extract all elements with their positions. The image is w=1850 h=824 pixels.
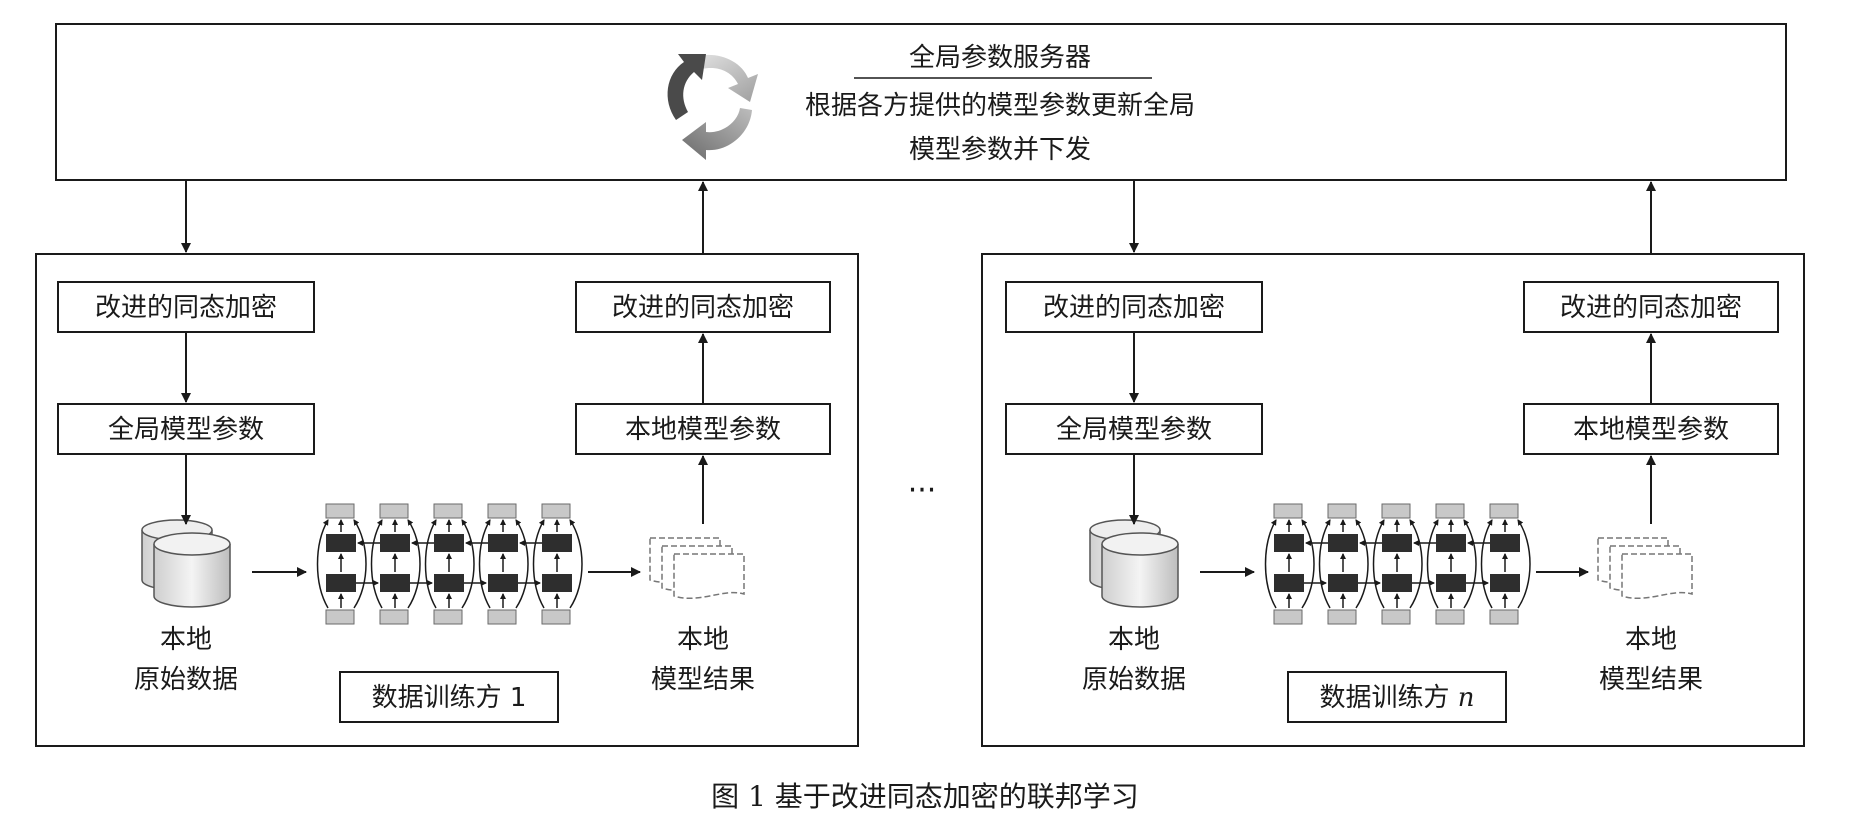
figure-number: 图 1 bbox=[711, 780, 766, 813]
party-1-global-params-box bbox=[57, 403, 315, 455]
party-1-raw-data-line2: 原始数据 bbox=[134, 665, 238, 695]
party-1-trainer-name: 数据训练方 bbox=[372, 683, 502, 713]
party-n-trainer-label: 数据训练方 n bbox=[1319, 683, 1474, 713]
party-n-raw-data-line1: 本地 bbox=[1108, 625, 1160, 655]
party-1-local-params-label: 本地模型参数 bbox=[625, 415, 781, 445]
party-1-enc-up-box bbox=[575, 281, 831, 333]
party-n-global-params-box bbox=[1005, 403, 1263, 455]
party-1-enc-down-box bbox=[57, 281, 315, 333]
global-server-box bbox=[55, 23, 1787, 181]
party-1-result-line1: 本地 bbox=[677, 625, 729, 655]
party-n-box bbox=[981, 253, 1805, 747]
party-n-trainer-name: 数据训练方 bbox=[1319, 683, 1449, 713]
party-n-enc-up-box bbox=[1523, 281, 1779, 333]
party-ellipsis: ··· bbox=[908, 473, 937, 508]
party-n-raw-data-line2: 原始数据 bbox=[1082, 665, 1186, 695]
party-n-result-line1: 本地 bbox=[1625, 625, 1677, 655]
party-n-enc-down-box bbox=[1005, 281, 1263, 333]
party-n-enc-up-label: 改进的同态加密 bbox=[1560, 293, 1742, 323]
party-n-enc-down-label: 改进的同态加密 bbox=[1043, 293, 1225, 323]
party-1-raw-data-line1: 本地 bbox=[160, 625, 212, 655]
party-1-global-params-label: 全局模型参数 bbox=[108, 415, 264, 445]
party-n-local-params-label: 本地模型参数 bbox=[1573, 415, 1729, 445]
party-n-arrows bbox=[1129, 180, 1656, 577]
party-n-trainer-box bbox=[1287, 671, 1507, 723]
figure-caption: 图 1 基于改进同态加密的联邦学习 bbox=[711, 780, 1139, 813]
recycle-arrows-icon bbox=[667, 54, 758, 160]
figure-title: 基于改进同态加密的联邦学习 bbox=[775, 780, 1139, 813]
party-1-trainer-box bbox=[339, 671, 559, 723]
server-desc-line1: 根据各方提供的模型参数更新全局 bbox=[805, 91, 1195, 121]
server-desc-line2: 模型参数并下发 bbox=[909, 135, 1091, 165]
party-1-enc-down-label: 改进的同态加密 bbox=[95, 293, 277, 323]
party-1-local-params-box bbox=[575, 403, 831, 455]
party-n-trainer-index: n bbox=[1458, 683, 1475, 713]
party-1-trainer-label: 数据训练方 1 bbox=[372, 683, 527, 713]
party-1-trainer-index: 1 bbox=[510, 683, 527, 713]
party-1-enc-up-label: 改进的同态加密 bbox=[612, 293, 794, 323]
party-n-result-line2: 模型结果 bbox=[1599, 665, 1703, 695]
party-n-local-params-box bbox=[1523, 403, 1779, 455]
party-1-arrows bbox=[181, 180, 708, 577]
party-1-result-line2: 模型结果 bbox=[651, 665, 755, 695]
party-1-box bbox=[35, 253, 859, 747]
party-n-global-params-label: 全局模型参数 bbox=[1056, 415, 1212, 445]
server-title: 全局参数服务器 bbox=[909, 43, 1091, 73]
